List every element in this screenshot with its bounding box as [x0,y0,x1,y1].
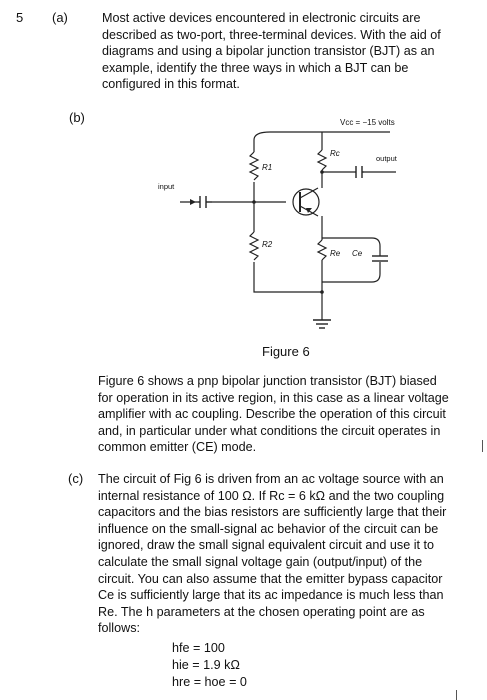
r2-bottom-wire [253,262,322,293]
emitter-arrow-icon [306,208,312,213]
part-a-line: described as two-port, three-terminal de… [102,27,441,42]
part-c-label: (c) [68,471,84,486]
re-label: Re [330,249,341,258]
margin-mark [456,690,457,700]
part-b-text: Figure 6 shows a pnp bipolar junction tr… [98,373,468,456]
base-node [252,200,256,204]
ce-label: Ce [352,249,363,258]
part-c-text: The circuit of Fig 6 is driven from an a… [98,471,468,637]
part-b-line: common emitter (CE) mode. [98,440,257,455]
part-c-line: follows: [98,621,140,636]
rc-resistor [316,149,328,171]
part-a-line: example, identify the three ways in whic… [102,60,409,75]
bjt-circuit-diagram: Vcc = −15 volts output input R1 R2 Rc Re… [158,118,398,329]
part-c-line: The circuit of Fig 6 is driven from an a… [98,472,444,486]
part-c-line: influence on the small-signal ac behavio… [98,521,439,536]
r1-resistor [248,151,260,181]
part-c-line: calculate the small signal voltage gain … [98,554,423,569]
part-c-line: ignored, draw the small signal equivalen… [98,538,435,553]
part-a-text: Most active devices encountered in elect… [102,10,467,93]
r1-label: R1 [262,163,272,172]
part-a-line: configured in this format. [102,77,240,92]
ground-node [320,290,324,294]
part-c-line: Ce is sufficiently large that its ac imp… [98,588,444,603]
part-b-label: (b) [69,110,85,125]
part-a-label: (a) [52,10,68,25]
input-label: input [158,182,175,191]
vcc-label: Vcc = −15 volts [340,118,395,127]
input-arrow-icon [190,199,196,205]
part-b-line: and, in particular under what conditions… [98,423,441,438]
part-b-line: amplifier with ac coupling. Describe the… [98,407,446,422]
part-a-line: Most active devices encountered in elect… [102,11,421,25]
h-param-hfe: hfe = 100 [172,641,225,655]
part-c-line: circuit. You can also assume that the em… [98,571,443,586]
ce-top-wire [322,237,381,256]
ce-bottom-wire [322,262,381,283]
figure-caption: Figure 6 [262,344,310,359]
part-c-line: internal resistance of 100 Ω. If Rc = 6 … [98,488,445,503]
part-b-line: Figure 6 shows a pnp bipolar junction tr… [98,374,437,388]
h-param-hie: hie = 1.9 kΩ [172,658,240,672]
part-c-line: capacitors and the bias resistors are su… [98,505,447,520]
r1-top-wire [253,131,271,152]
part-c-line: Re. The h parameters at the chosen opera… [98,604,425,619]
h-param-hre-hoe: hre = hoe = 0 [172,675,247,689]
collector-node [320,170,324,174]
h-parameters: hfe = 100 hie = 1.9 kΩ hre = hoe = 0 [172,640,247,691]
r2-resistor [248,231,260,261]
part-b-line: for operation in its active region, in t… [98,390,449,405]
output-label: output [376,154,398,163]
part-a-line: diagrams and using a bipolar junction tr… [102,44,435,59]
re-resistor [316,239,328,261]
transistor-body [292,188,320,216]
question-number: 5 [16,10,24,25]
rc-label: Rc [330,149,340,158]
margin-mark [482,440,483,452]
transistor-collector [299,187,319,199]
r2-label: R2 [262,240,273,249]
